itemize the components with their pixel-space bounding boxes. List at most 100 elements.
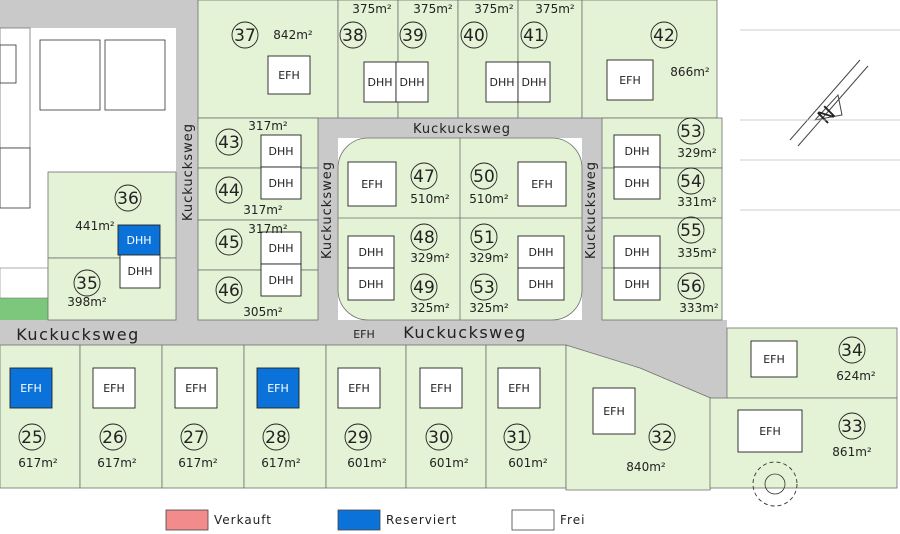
building-51[interactable]: [517, 235, 565, 269]
street-label-north: Kuckucksweg: [413, 122, 511, 137]
lot-number-56: 56: [680, 277, 702, 297]
building-54[interactable]: [613, 166, 661, 200]
street-label-inner-west: Kuckucksweg: [320, 161, 335, 259]
lot-number-circle: [215, 276, 243, 304]
building-40[interactable]: [485, 61, 519, 103]
building-type-label: DHH: [624, 278, 649, 291]
lot-number-circle: [838, 412, 866, 440]
lot-area-45: 317m²: [248, 222, 288, 236]
building-type-label: EFH: [20, 382, 42, 395]
building-29[interactable]: [337, 367, 381, 409]
building-55[interactable]: [613, 235, 661, 269]
lot-number-circle: [520, 21, 548, 49]
building-type-label: EFH: [508, 382, 530, 395]
lot-number-circle: [648, 423, 676, 451]
building-42[interactable]: [606, 59, 654, 101]
building-49[interactable]: [347, 267, 395, 301]
building-44[interactable]: [260, 166, 302, 200]
street-label-west: Kuckucksweg: [181, 123, 196, 221]
building-type-label: EFH: [531, 178, 553, 191]
building-type-label: DHH: [127, 265, 152, 278]
building-45[interactable]: [260, 231, 302, 265]
building-type-label: DHH: [489, 76, 514, 89]
building-25[interactable]: [9, 367, 53, 409]
building-50[interactable]: [517, 161, 567, 207]
building-37[interactable]: [267, 55, 311, 95]
lot-number-circle: [677, 216, 705, 244]
lot-number-47: 47: [413, 167, 435, 187]
lot-area-25: 617m²: [18, 456, 58, 470]
lot-number-48: 48: [413, 228, 435, 248]
lot-area-30: 601m²: [429, 456, 469, 470]
building-36[interactable]: [117, 224, 161, 256]
building-39[interactable]: [395, 61, 429, 103]
lot-labels: 25617m²26617m²27617m²28617m²29601m²30601…: [18, 2, 876, 474]
lot-number-circle: [425, 423, 453, 451]
lot-number-53: 53: [680, 122, 702, 142]
lot-area-26: 617m²: [97, 456, 137, 470]
legend-label-reserved: Reserviert: [386, 513, 457, 527]
building-type-label: DHH: [624, 246, 649, 259]
lot-area-53: 325m²: [469, 301, 509, 315]
building-type-label: DHH: [358, 278, 383, 291]
lot-number-46: 46: [218, 281, 240, 301]
lot-number-circle: [215, 128, 243, 156]
lot-number-circle: [677, 117, 705, 145]
lot-number-28: 28: [265, 428, 287, 448]
building-53[interactable]: [517, 267, 565, 301]
lot-number-38: 38: [342, 26, 364, 46]
building-type-label: DHH: [367, 76, 392, 89]
building-53[interactable]: [613, 134, 661, 168]
building-type-label: EFH: [185, 382, 207, 395]
lot-number-25: 25: [21, 428, 43, 448]
building-32[interactable]: [592, 387, 636, 435]
lot-number-33: 33: [841, 417, 863, 437]
building-48[interactable]: [347, 235, 395, 269]
lot-number-circle: [73, 269, 101, 297]
lot-number-circle: [231, 21, 259, 49]
building-type-label: DHH: [126, 234, 151, 247]
lot-number-circle: [215, 176, 243, 204]
building-type-label: EFH: [603, 405, 625, 418]
lot-number-34: 34: [841, 341, 863, 361]
building-type-label: EFH: [361, 178, 383, 191]
building-27[interactable]: [174, 367, 218, 409]
street-label-main-center: Kuckucksweg: [403, 323, 527, 342]
lot-number-circle: [114, 184, 142, 212]
lot-number-55: 55: [680, 221, 702, 241]
building-33[interactable]: [737, 409, 803, 453]
building-type-label: DHH: [268, 177, 293, 190]
lot-number-53: 53: [473, 278, 495, 298]
building-47[interactable]: [347, 161, 397, 207]
lot-number-51: 51: [473, 228, 495, 248]
building-46[interactable]: [260, 263, 302, 297]
lot-area-44: 317m²: [243, 203, 283, 217]
lot-number-40: 40: [463, 26, 485, 46]
lot-number-circle: [460, 21, 488, 49]
building-31[interactable]: [497, 367, 541, 409]
building-41[interactable]: [517, 61, 551, 103]
lot-area-35: 398m²: [67, 295, 107, 309]
tree-icon: [752, 461, 798, 507]
lot-number-36: 36: [117, 189, 139, 209]
lot-area-38: 375m²: [352, 2, 392, 16]
building-34[interactable]: [750, 340, 798, 378]
building-type-label: DHH: [521, 76, 546, 89]
building-type-label: DHH: [528, 278, 553, 291]
building-26[interactable]: [92, 367, 136, 409]
lot-area-49: 325m²: [410, 301, 450, 315]
lot-area-36: 441m²: [75, 219, 115, 233]
lot-number-42: 42: [653, 26, 675, 46]
building-38[interactable]: [363, 61, 397, 103]
building-28[interactable]: [256, 367, 300, 409]
building-30[interactable]: [419, 367, 463, 409]
lot-area-33: 861m²: [832, 445, 872, 459]
lot-number-35: 35: [76, 274, 98, 294]
lot-number-45: 45: [218, 233, 240, 253]
building-56[interactable]: [613, 267, 661, 301]
building-43[interactable]: [260, 134, 302, 168]
lot-area-27: 617m²: [178, 456, 218, 470]
legend-label-sold: Verkauft: [214, 513, 272, 527]
